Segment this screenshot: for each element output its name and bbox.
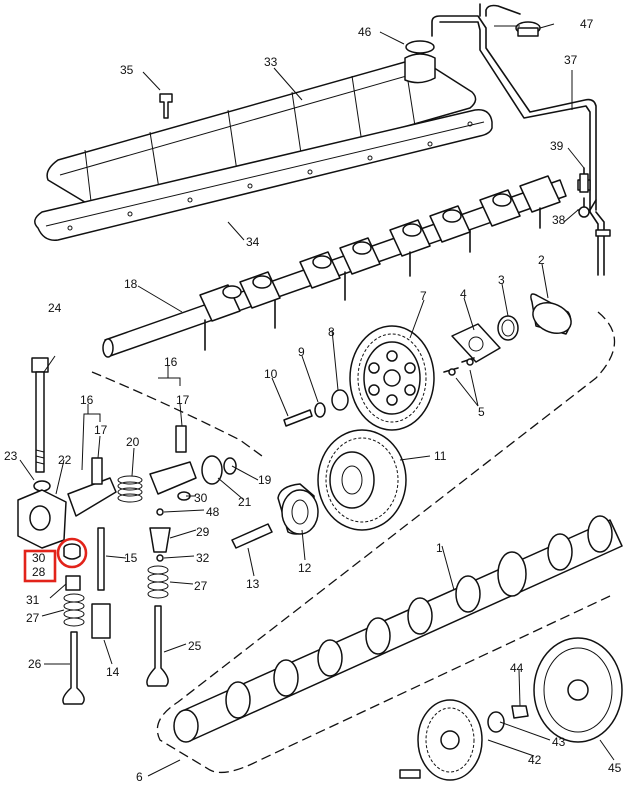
callout-4: 4 [460,287,467,301]
callout-11: 11 [434,449,447,463]
valve-stem-cap-29 [149,527,171,553]
callout-8: 8 [328,325,335,339]
callout-43: 43 [552,735,566,749]
callout-labels: 1 2 3 4 5 6 7 8 9 10 11 12 13 14 15 16 1… [4,17,622,784]
clamp-screw-39 [579,173,589,193]
callout-42: 42 [528,753,542,767]
callout-26: 26 [28,657,42,671]
spacer-21 [201,455,223,485]
valve-cover-gasket [34,109,493,241]
callout-32: 32 [196,551,210,565]
callout-31: 31 [26,593,40,607]
rocker-arm-right [149,461,197,495]
nut-44 [511,705,529,719]
hub-bolt [231,523,273,549]
valve-26 [62,631,85,705]
callout-33: 33 [264,55,278,69]
rocker-spring [117,475,143,503]
adjuster-screw-left [91,457,103,485]
clamp-38 [578,206,590,218]
callout-9: 9 [298,345,305,359]
lifter [91,603,111,639]
highlight-box [23,549,57,583]
callout-7: 7 [420,289,427,303]
callout-14: 14 [106,665,120,679]
cover-bolt-35 [159,93,173,119]
callout-5: 5 [478,405,485,419]
valve-spring-right [147,565,169,599]
highlight-circle [56,537,88,569]
callout-18: 18 [124,277,138,291]
seal-31 [65,575,81,591]
callout-48: 48 [206,505,220,519]
callout-2: 2 [538,253,545,267]
rocker-shaft-assembly [102,175,567,358]
callout-24: 24 [48,301,62,315]
lock-washer [314,402,326,418]
callout-3: 3 [498,273,505,287]
gear-hub [277,483,319,535]
spacer-19 [223,457,237,475]
callout-16a: 16 [80,393,94,407]
callout-19: 19 [258,473,272,487]
callout-38: 38 [552,213,566,227]
group-outline-dashed [91,371,263,457]
rocker-support-block [17,489,67,549]
callout-23: 23 [4,449,18,463]
crank-pulley [533,637,623,743]
callout-37: 37 [564,53,578,67]
callout-29: 29 [196,525,210,539]
camshaft [173,515,623,743]
callout-17a: 17 [94,423,108,437]
callout-27a: 27 [26,611,40,625]
callout-44: 44 [510,661,524,675]
callout-27b: 27 [194,579,208,593]
callout-30a: 30 [32,551,46,565]
washer-43 [487,711,505,733]
leader-lines [19,23,615,777]
callout-22: 22 [58,453,72,467]
valve-stem-seal-28 [63,543,81,560]
washer [331,389,349,411]
bolt [283,409,313,427]
callout-1: 1 [436,541,443,555]
callout-46: 46 [358,25,372,39]
callout-35: 35 [120,63,134,77]
lower-gear [317,429,407,531]
callout-34: 34 [246,235,260,249]
callout-20: 20 [126,435,140,449]
callout-21: 21 [238,495,252,509]
callout-47: 47 [580,17,594,31]
valve-25 [146,605,169,687]
callout-15: 15 [124,551,138,565]
callout-10: 10 [264,367,278,381]
valve-cover [46,40,477,212]
callout-30b: 30 [194,491,208,505]
callout-28: 28 [32,565,46,579]
upper-gear [349,325,435,431]
front-seals [443,293,572,376]
callout-17b: 17 [176,393,190,407]
adjuster-screw-right [175,425,187,453]
callout-39: 39 [550,139,564,153]
valve-lock-48 [156,508,164,516]
valve-spring-left [63,593,85,627]
long-bolt [31,357,49,473]
callout-12: 12 [298,561,312,575]
valve-lock-32 [156,554,164,562]
timing-gear [399,699,483,781]
callout-13: 13 [246,577,260,591]
callout-25: 25 [188,639,202,653]
callout-16b: 16 [164,355,178,369]
callout-6: 6 [136,770,143,784]
push-rod [97,527,105,591]
callout-45: 45 [608,761,622,775]
